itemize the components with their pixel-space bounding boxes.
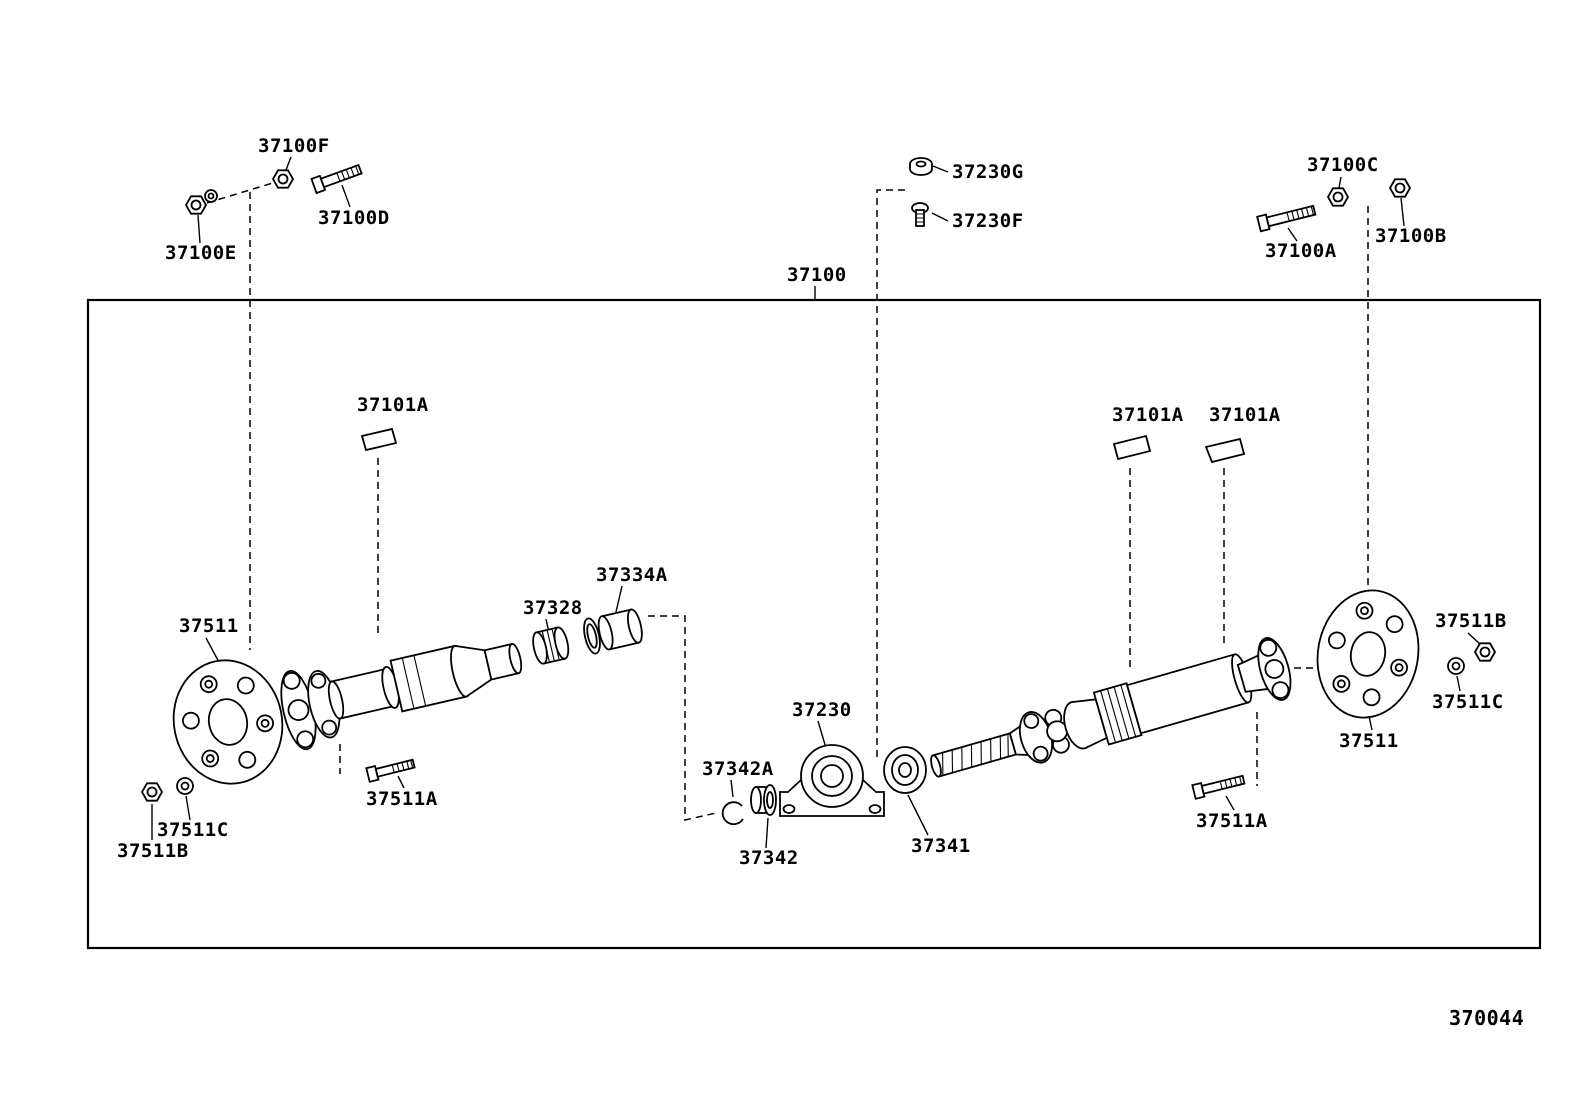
nut-37100C: [1326, 187, 1350, 207]
spacer-37101A-left: [360, 427, 398, 452]
label-37328: 37328: [523, 597, 583, 619]
label-37511-right: 37511: [1339, 730, 1399, 752]
dashed-alignment-lines: [206, 181, 1369, 821]
bolt-37100D: [310, 163, 363, 195]
spacer-37101A-mid: [1112, 434, 1152, 461]
label-37334A: 37334A: [596, 564, 668, 586]
washer-37511C-right: [1447, 657, 1465, 675]
nut-37511B-right: [1473, 642, 1497, 662]
label-37511B-right: 37511B: [1435, 610, 1507, 632]
label-37342: 37342: [739, 847, 799, 869]
spacer-37342: [750, 784, 777, 816]
nut-37230G: [909, 157, 933, 176]
snap-ring-37342A: [721, 801, 744, 826]
label-37101A-mid: 37101A: [1112, 404, 1184, 426]
label-37511C-left: 37511C: [157, 819, 229, 841]
bearing-37341: [883, 746, 927, 794]
label-37230G: 37230G: [952, 161, 1024, 183]
flex-disc-right: [1316, 589, 1420, 719]
label-37101A-left: 37101A: [357, 394, 429, 416]
label-37100F: 37100F: [258, 135, 330, 157]
spacer-37101A-right: [1204, 437, 1246, 464]
label-37100E: 37100E: [165, 242, 237, 264]
label-37100B: 37100B: [1375, 225, 1447, 247]
label-37341: 37341: [911, 835, 971, 857]
front-propeller-shaft: [327, 642, 523, 720]
bolt-37230F: [911, 202, 929, 227]
center-support-bearing-37230: [779, 744, 885, 817]
label-37511A-right: 37511A: [1196, 810, 1268, 832]
label-37511B-left: 37511B: [117, 840, 189, 862]
label-37100D: 37100D: [318, 207, 390, 229]
label-37511C-right: 37511C: [1432, 691, 1504, 713]
label-37100C: 37100C: [1307, 154, 1379, 176]
drawing-number: 370044: [1449, 1006, 1524, 1030]
rear-propeller-shaft: [930, 637, 1292, 778]
nut-37100B: [1388, 178, 1412, 198]
washer-37511C-left: [176, 777, 194, 795]
label-37511-left: 37511: [179, 615, 239, 637]
label-37230: 37230: [792, 699, 852, 721]
leader-lines: [151, 156, 1482, 849]
label-37100A: 37100A: [1265, 240, 1337, 262]
spline-bushing-37328: [532, 626, 570, 665]
nut-37511B-left: [140, 782, 164, 802]
nut-37100E: [184, 189, 218, 215]
diagram-border: [86, 298, 1542, 950]
label-37342A: 37342A: [702, 758, 774, 780]
dust-seal-37334A: [583, 608, 643, 655]
label-37511A-left: 37511A: [366, 788, 438, 810]
bolt-37511A-right: [1191, 774, 1246, 800]
bolt-37100A: [1256, 204, 1317, 233]
bolt-37511A-left: [365, 758, 416, 783]
nut-37100F: [271, 169, 295, 189]
flex-disc-left: [172, 659, 284, 785]
part-labels: 37100F 37100D 37100E 37230G 37230F 37100…: [117, 135, 1507, 869]
label-37101A-right: 37101A: [1209, 404, 1281, 426]
label-37100: 37100: [787, 264, 847, 286]
label-37230F: 37230F: [952, 210, 1024, 232]
